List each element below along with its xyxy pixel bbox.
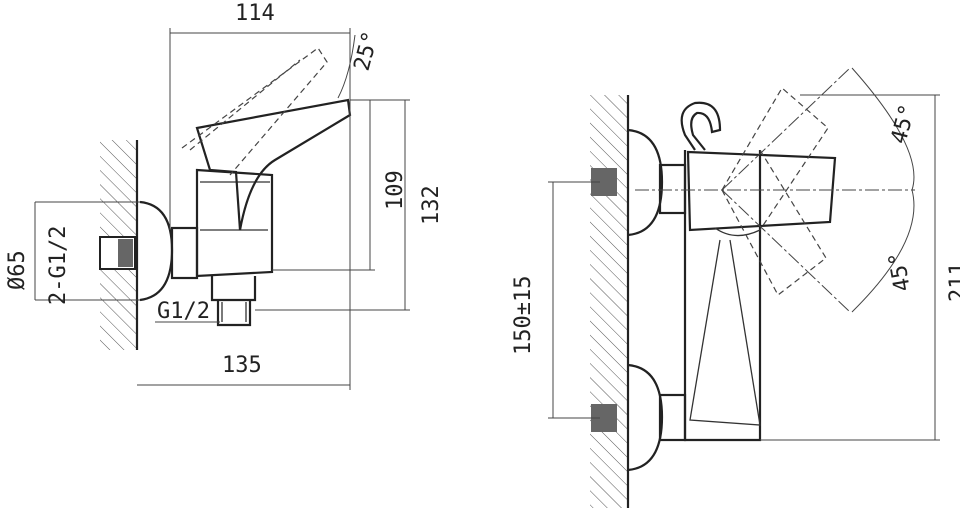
dim-45-deg-up: 45°	[887, 102, 921, 147]
rosette-lower	[627, 363, 664, 472]
body	[195, 168, 274, 278]
dim-outlet-thread: G1/2	[157, 299, 210, 324]
dim-211: 211	[946, 262, 960, 302]
dim-114: 114	[235, 1, 275, 26]
front-view: 45° 45° 150±15 211	[511, 67, 960, 508]
lever-up-dashed	[721, 87, 829, 231]
lever	[195, 98, 352, 231]
dim-45-deg-down: 45°	[884, 250, 916, 293]
side-view: 114 25° 109 132 Ø65 2-G1/2 G1/2 135	[5, 1, 444, 390]
dim-inlet-thread: 2-G1/2	[46, 226, 71, 305]
lever-down-dashed	[721, 149, 827, 296]
dim-center-distance: 150±15	[511, 276, 536, 355]
wall-hatch	[590, 95, 628, 508]
dim-rosette-diameter: Ø65	[5, 250, 30, 290]
nut	[170, 226, 199, 280]
hand-shower-holder	[680, 101, 722, 151]
rosette-upper	[627, 128, 664, 237]
dim-132: 132	[419, 185, 444, 225]
lever-rotated-dashed	[181, 47, 328, 176]
dim-135: 135	[222, 353, 262, 378]
dim-109: 109	[383, 170, 408, 210]
rosette	[139, 200, 174, 302]
lever	[686, 150, 837, 232]
spout	[210, 276, 257, 327]
body	[683, 150, 762, 442]
